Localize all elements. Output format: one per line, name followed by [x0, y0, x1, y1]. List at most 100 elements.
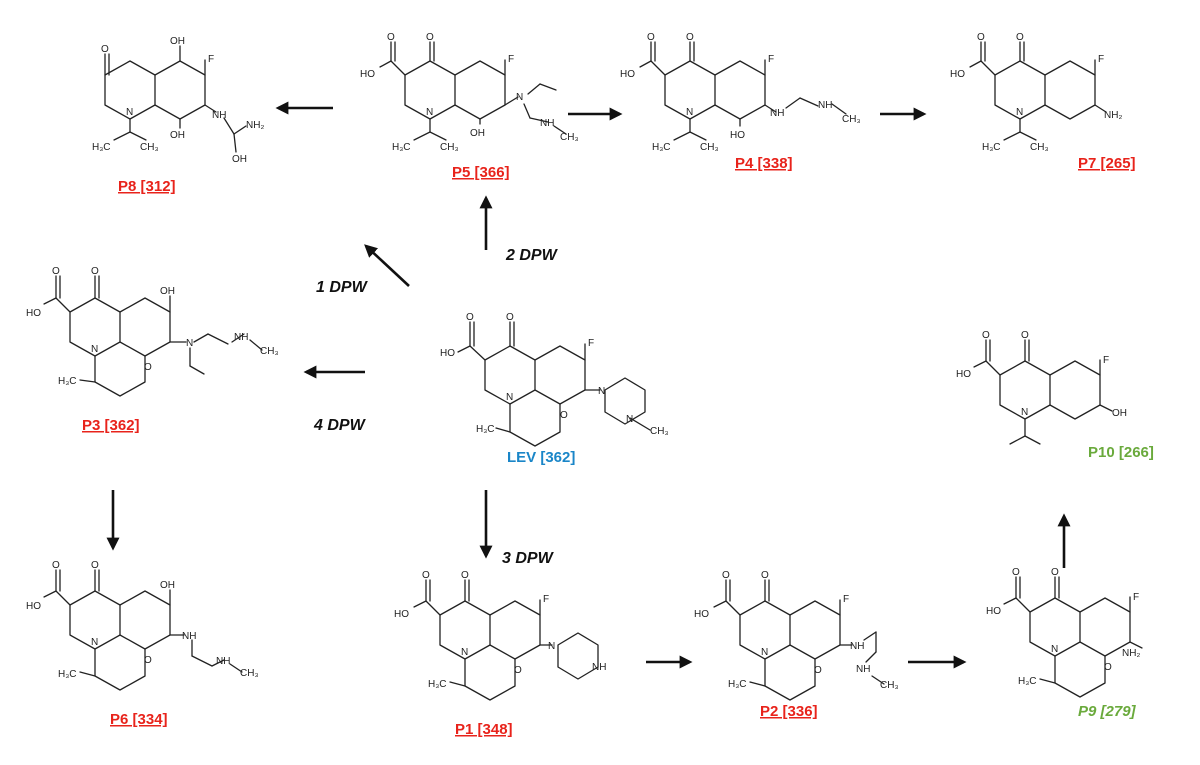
p3-ring-o-atom: O — [144, 362, 152, 373]
p6-h3c-group: H₃C — [58, 669, 77, 680]
p5-ch3-group-2: CH₃ — [560, 132, 579, 143]
molecule-p7: HO O O F N NH₂ H₃C CH₃ P7 [265] — [950, 32, 1136, 172]
reaction-arrows — [106, 101, 1071, 669]
p6-o-atom: O — [52, 560, 60, 571]
p4-o-atom: O — [647, 32, 655, 43]
p8-f-atom: F — [208, 54, 214, 65]
p9-carbonyl-o-atom: O — [1051, 567, 1059, 578]
molecule-lev: HO O O F N O H₃C N N CH₃ LEV [362] — [440, 312, 669, 466]
p3-n2-atom: N — [186, 338, 193, 349]
p3-nh-group: NH — [234, 332, 248, 343]
p1-o-atom: O — [422, 570, 430, 581]
p3-o-atom: O — [52, 266, 60, 277]
p4-carbonyl-o-atom: O — [686, 32, 694, 43]
p10-oh-group: OH — [1112, 408, 1127, 419]
p3-ch3-group: CH₃ — [260, 346, 279, 357]
p4-f-atom: F — [768, 54, 774, 65]
p7-o-atom: O — [977, 32, 985, 43]
p6-ring-o-atom: O — [144, 655, 152, 666]
lev-ring-o-atom: O — [560, 410, 568, 421]
p7-nh2-group: NH₂ — [1104, 110, 1122, 121]
p5-oh-group: OH — [470, 128, 485, 139]
arrow-lev-1dpw — [364, 244, 410, 287]
molecule-p9: HO O O F N O H₃C NH₂ P9 [279] — [986, 567, 1143, 720]
p6-carbonyl-o-atom: O — [91, 560, 99, 571]
p8-nh-group: NH — [212, 110, 226, 121]
p8-nh2-group: NH₂ — [246, 120, 264, 131]
p4-nh2-group: NH — [818, 100, 832, 111]
p8-carbonyl-o-atom: O — [101, 44, 109, 55]
p7-ch3-group: CH₃ — [1030, 142, 1049, 153]
p8-h3c-group: H₃C — [92, 142, 111, 153]
p10-f-atom: F — [1103, 355, 1109, 366]
lev-pip-n2-atom: N — [626, 414, 633, 425]
p6-nh-group: NH — [182, 631, 196, 642]
p5-o-atom: O — [387, 32, 395, 43]
p10-ho-atom: HO — [956, 369, 971, 380]
molecule-p1: HO O O F N O H₃C N NH P1 [348] — [394, 570, 606, 738]
lev-label: LEV [362] — [507, 449, 575, 466]
p8-label: P8 [312] — [118, 178, 176, 195]
lev-ch3-group: CH₃ — [650, 426, 669, 437]
molecule-p10: HO O O F N OH P10 [266] — [956, 330, 1154, 461]
condition-3dpw: 3 DPW — [502, 550, 555, 567]
p8-ch3-group: CH₃ — [140, 142, 159, 153]
p5-n-atom: N — [426, 107, 433, 118]
p1-n-atom: N — [461, 647, 468, 658]
p8-n-atom: N — [126, 107, 133, 118]
p4-h3c-group: H₃C — [652, 142, 671, 153]
p10-n-atom: N — [1021, 407, 1028, 418]
condition-1dpw: 1 DPW — [316, 279, 369, 296]
p2-ring-o-atom: O — [814, 665, 822, 676]
p2-carbonyl-o-atom: O — [761, 570, 769, 581]
p7-ho-atom: HO — [950, 69, 965, 80]
p4-ch3-group-2: CH₃ — [842, 114, 861, 125]
p2-o-atom: O — [722, 570, 730, 581]
p10-carbonyl-o-atom: O — [1021, 330, 1029, 341]
p1-label: P1 [348] — [455, 721, 513, 738]
p6-label: P6 [334] — [110, 711, 168, 728]
p9-ho-atom: HO — [986, 606, 1001, 617]
p6-oh-group: OH — [160, 580, 175, 591]
p7-h3c-group: H₃C — [982, 142, 1001, 153]
p3-n-atom: N — [91, 344, 98, 355]
p3-h3c-group: H₃C — [58, 376, 77, 387]
p8-oh-bottom-group: OH — [170, 130, 185, 141]
p7-carbonyl-o-atom: O — [1016, 32, 1024, 43]
p10-o-atom: O — [982, 330, 990, 341]
p3-label: P3 [362] — [82, 417, 140, 434]
lev-h3c-group: H₃C — [476, 424, 495, 435]
lev-f-atom: F — [588, 338, 594, 349]
p2-h3c-group: H₃C — [728, 679, 747, 690]
p8-oh-top-group: OH — [170, 36, 185, 47]
p2-n-atom: N — [761, 647, 768, 658]
molecule-p6: HO O O OH N O H₃C NH NH CH₃ P6 [334] — [26, 560, 259, 728]
p9-o-atom: O — [1012, 567, 1020, 578]
p9-h3c-group: H₃C — [1018, 676, 1037, 687]
p10-label: P10 [266] — [1088, 444, 1154, 461]
p6-ch3-group: CH₃ — [240, 668, 259, 679]
p4-label: P4 [338] — [735, 155, 793, 172]
molecule-p4: HO O O F N HO H₃C CH₃ NH NH CH₃ P4 [338] — [620, 32, 861, 172]
p4-ch3-group: CH₃ — [700, 142, 719, 153]
p8-oh-chain-group: OH — [232, 154, 247, 165]
p9-f-atom: F — [1133, 592, 1139, 603]
p1-h3c-group: H₃C — [428, 679, 447, 690]
lev-carbonyl-o-atom: O — [506, 312, 514, 323]
lev-ho-atom: HO — [440, 348, 455, 359]
lev-o-atom: O — [466, 312, 474, 323]
p1-carbonyl-o-atom: O — [461, 570, 469, 581]
p2-label: P2 [336] — [760, 703, 818, 720]
p2-ch3-group: CH₃ — [880, 680, 899, 691]
p1-ho-atom: HO — [394, 609, 409, 620]
p9-label: P9 [279] — [1078, 703, 1137, 720]
molecule-p3: HO O O OH N O H₃C N NH CH₃ P3 [362] — [26, 266, 279, 434]
p1-pip-n-atom: N — [548, 641, 555, 652]
p5-f-atom: F — [508, 54, 514, 65]
p9-nh2-group: NH₂ — [1122, 648, 1140, 659]
p2-f-atom: F — [843, 594, 849, 605]
p1-f-atom: F — [543, 594, 549, 605]
p6-ho-atom: HO — [26, 601, 41, 612]
lev-pip-n1-atom: N — [598, 386, 605, 397]
